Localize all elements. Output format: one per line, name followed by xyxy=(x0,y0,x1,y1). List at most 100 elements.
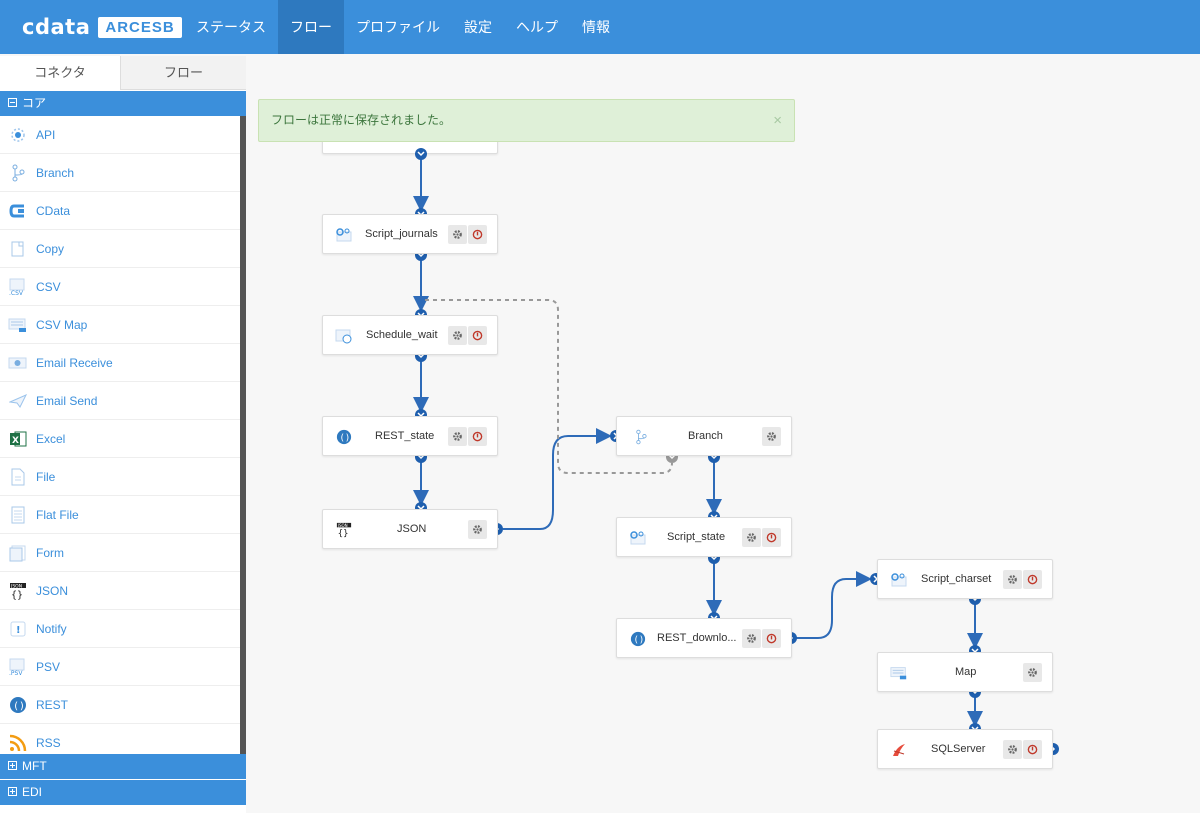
connector-label: Branch xyxy=(36,165,75,180)
svg-text:JSON: JSON xyxy=(10,583,22,589)
connector-label: RSS xyxy=(36,735,61,750)
connector-csv[interactable]: .CSV CSV xyxy=(0,268,240,306)
flow-node-schedule-wait[interactable]: Schedule_wait xyxy=(322,315,498,355)
flow-node-script-state[interactable]: Script_state xyxy=(616,517,792,557)
connector-excel[interactable]: X Excel xyxy=(0,420,240,458)
connector-branch[interactable]: Branch xyxy=(0,154,240,192)
node-label: SQLServer xyxy=(931,743,986,755)
flow-node-json[interactable]: JSON{} JSON xyxy=(322,509,498,549)
gear-icon[interactable] xyxy=(742,629,761,648)
connector-label: JSON xyxy=(36,583,69,598)
gear-icon[interactable] xyxy=(448,326,467,345)
email-send-icon xyxy=(8,391,28,411)
node-label: Branch xyxy=(688,430,723,442)
cdata-icon xyxy=(8,201,28,221)
nav-profile[interactable]: プロファイル xyxy=(356,19,440,35)
panel-tabs: コネクタ フロー xyxy=(0,56,246,90)
nav-flow[interactable]: フロー xyxy=(278,0,344,54)
connector-label: API xyxy=(36,127,56,142)
tab-connectors[interactable]: コネクタ xyxy=(0,56,121,90)
error-icon[interactable] xyxy=(1023,570,1042,589)
notify-icon: ! xyxy=(8,619,28,639)
connector-email-send[interactable]: Email Send xyxy=(0,382,240,420)
connector-notify[interactable]: ! Notify xyxy=(0,610,240,648)
json-icon: JSON{} xyxy=(335,521,353,539)
nav-status[interactable]: ステータス xyxy=(196,19,266,35)
gear-icon[interactable] xyxy=(448,225,467,244)
close-icon[interactable]: × xyxy=(773,112,782,129)
node-label: Script_charset xyxy=(921,573,992,585)
section-core-header[interactable]: コア xyxy=(0,91,246,116)
nav-help[interactable]: ヘルプ xyxy=(516,19,558,35)
error-icon[interactable] xyxy=(762,528,781,547)
svg-text:.PSV: .PSV xyxy=(9,670,23,676)
svg-text:X: X xyxy=(12,436,19,446)
flow-node-rest-state[interactable]: () REST_state xyxy=(322,416,498,456)
error-icon[interactable] xyxy=(468,225,487,244)
flat-file-icon xyxy=(8,505,28,525)
svg-text:{}: {} xyxy=(338,529,349,538)
connector-label: Email Receive xyxy=(36,355,113,370)
connector-email-receive[interactable]: Email Receive xyxy=(0,344,240,382)
connector-rest[interactable]: () REST xyxy=(0,686,240,724)
node-label: JSON xyxy=(397,523,427,535)
connector-cdata[interactable]: CData xyxy=(0,192,240,230)
connector-json[interactable]: JSON{} JSON xyxy=(0,572,240,610)
rest-icon: () xyxy=(629,630,647,648)
connector-label: Copy xyxy=(36,241,65,256)
svg-text:JSON: JSON xyxy=(337,523,348,528)
svg-text:!: ! xyxy=(16,625,21,636)
connector-label: Email Send xyxy=(36,393,98,408)
psv-icon: .PSV xyxy=(8,657,28,677)
error-icon[interactable] xyxy=(468,326,487,345)
branch-icon xyxy=(8,163,28,183)
connector-flat-file[interactable]: Flat File xyxy=(0,496,240,534)
connector-label: CSV Map xyxy=(36,317,88,332)
connector-csv-map[interactable]: CSV Map xyxy=(0,306,240,344)
node-label: Map xyxy=(955,666,977,678)
gear-icon[interactable] xyxy=(1003,570,1022,589)
connector-file[interactable]: File xyxy=(0,458,240,496)
nav-info[interactable]: 情報 xyxy=(582,19,610,35)
nav-settings[interactable]: 設定 xyxy=(464,19,492,35)
expand-icon xyxy=(8,761,17,770)
flow-node-script-journals[interactable]: Script_journals xyxy=(322,214,498,254)
connector-form[interactable]: Form xyxy=(0,534,240,572)
collapse-icon xyxy=(8,98,17,107)
connector-label: Excel xyxy=(36,431,66,446)
gear-icon[interactable] xyxy=(742,528,761,547)
tab-flow[interactable]: フロー xyxy=(121,56,246,90)
flow-node-map[interactable]: Map xyxy=(877,652,1053,692)
gear-icon[interactable] xyxy=(1023,663,1042,682)
node-label: Schedule_wait xyxy=(366,329,438,341)
connector-api[interactable]: API xyxy=(0,116,240,154)
flow-node-script-charset[interactable]: Script_charset xyxy=(877,559,1053,599)
flow-node-rest-download[interactable]: () REST_downlo... xyxy=(616,618,792,658)
connector-psv[interactable]: .PSV PSV xyxy=(0,648,240,686)
svg-text:{}: {} xyxy=(11,590,23,600)
svg-text:(): () xyxy=(13,701,25,712)
connector-copy[interactable]: Copy xyxy=(0,230,240,268)
flow-node-sqlserver[interactable]: SQLServer xyxy=(877,729,1053,769)
logo[interactable]: cdata ARCESB xyxy=(22,15,182,39)
error-icon[interactable] xyxy=(1023,740,1042,759)
connector-rss[interactable]: RSS xyxy=(0,724,240,754)
node-label: Script_journals xyxy=(365,228,438,240)
flow-node-branch[interactable]: Branch xyxy=(616,416,792,456)
gear-icon[interactable] xyxy=(468,520,487,539)
scrollbar[interactable] xyxy=(240,116,246,754)
gear-icon[interactable] xyxy=(1003,740,1022,759)
gear-icon[interactable] xyxy=(448,427,467,446)
map-icon xyxy=(890,664,908,682)
gear-icon[interactable] xyxy=(762,427,781,446)
section-edi-header[interactable]: EDI xyxy=(0,780,246,805)
error-icon[interactable] xyxy=(762,629,781,648)
csv-icon: .CSV xyxy=(8,277,28,297)
branch-icon xyxy=(632,428,650,446)
svg-text:.CSV: .CSV xyxy=(9,290,24,296)
error-icon[interactable] xyxy=(468,427,487,446)
node-label: REST_state xyxy=(375,430,435,442)
section-mft-header[interactable]: MFT xyxy=(0,754,246,779)
section-core-label: コア xyxy=(22,96,47,110)
schedule-icon xyxy=(335,327,353,345)
